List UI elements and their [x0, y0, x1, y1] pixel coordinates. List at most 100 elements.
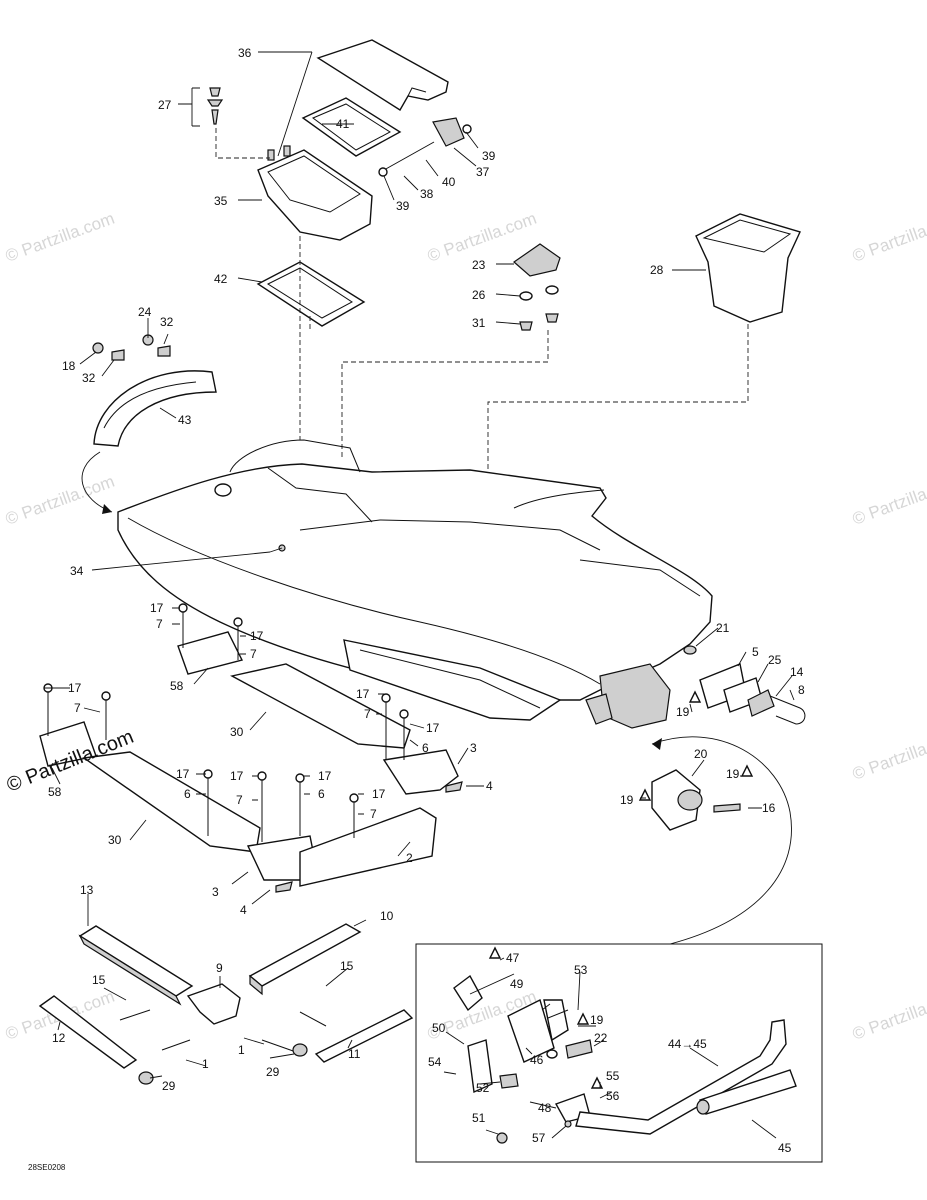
clip	[275, 881, 293, 893]
rivet-cap	[178, 603, 188, 613]
rivet-cap	[101, 691, 111, 701]
callout-16: 16	[762, 801, 776, 815]
inset-frame	[415, 943, 823, 1163]
callout-49: 49	[510, 977, 524, 991]
rivet-cap	[257, 771, 267, 781]
screw	[564, 1120, 572, 1128]
bolt	[111, 349, 125, 361]
callout-22: 22	[594, 1031, 608, 1045]
watermark-text: © Partzilla.com	[850, 209, 927, 266]
callout-19: 19	[620, 793, 634, 807]
callout-5: 5	[752, 645, 759, 659]
callout-34: 34	[70, 564, 84, 578]
shoe	[299, 807, 437, 887]
install-arrow	[81, 451, 113, 513]
callout-24: 24	[138, 305, 152, 319]
callout-13: 13	[80, 883, 94, 897]
pump-flange	[677, 789, 703, 811]
callout-21: 21	[716, 621, 730, 635]
callout-51: 51	[472, 1111, 486, 1125]
callout-36: 36	[238, 46, 252, 60]
callout-6: 6	[422, 741, 429, 755]
callout-6: 6	[184, 787, 191, 801]
callout-2: 2	[406, 851, 413, 865]
watermark-text: © Partzilla.com	[3, 209, 117, 266]
tub-gasket	[256, 261, 366, 327]
nut	[92, 342, 104, 354]
sealant-drop	[590, 1076, 604, 1089]
callout-17: 17	[176, 767, 190, 781]
callout-55: 55	[606, 1069, 620, 1083]
strake-edge	[249, 974, 263, 996]
callout-30: 30	[108, 833, 122, 847]
hull	[117, 439, 713, 729]
backing-plate	[467, 1039, 493, 1094]
storage-bin	[695, 213, 801, 323]
watermark-text: © Partzilla.com	[850, 472, 927, 529]
plug	[138, 1071, 154, 1085]
nozzle	[585, 693, 613, 725]
callout-29: 29	[162, 1079, 176, 1093]
wear-plates	[39, 603, 463, 893]
callout-45: 45	[778, 1141, 792, 1155]
callout-14: 14	[790, 665, 804, 679]
strake	[230, 663, 411, 749]
callout-39: 39	[482, 149, 496, 163]
tow-pylon	[575, 1019, 787, 1135]
washer	[683, 645, 697, 655]
grab-handle-group	[81, 334, 217, 514]
glove-box-cover	[316, 39, 449, 111]
callout-50: 50	[432, 1021, 446, 1035]
strake-kit	[38, 923, 414, 1085]
callout-30: 30	[230, 725, 244, 739]
callout-56: 56	[606, 1089, 620, 1103]
callout-39: 39	[396, 199, 410, 213]
callout-7: 7	[250, 647, 257, 661]
callout-44: 44→45	[668, 1037, 707, 1051]
callout-17: 17	[250, 629, 264, 643]
callout-6: 6	[318, 787, 325, 801]
callout-17: 17	[150, 601, 164, 615]
callout-1: 1	[202, 1057, 209, 1071]
callout-numbers: 36 41 27 39 37 40 38 39 35 42 23 26 31 2…	[48, 46, 805, 1155]
strake-short	[314, 1009, 414, 1063]
callout-46: 46	[530, 1053, 544, 1067]
strake-edge	[78, 934, 182, 1006]
callout-4: 4	[240, 903, 247, 917]
nut	[519, 321, 533, 331]
callout-4: 4	[486, 779, 493, 793]
callout-15: 15	[340, 959, 354, 973]
callout-7: 7	[236, 793, 243, 807]
fuel-cap	[214, 483, 232, 497]
rivet-cap	[399, 709, 409, 719]
callout-20: 20	[694, 747, 708, 761]
sealant-drop	[740, 764, 754, 777]
bracket-group	[341, 243, 561, 460]
screw	[713, 803, 741, 813]
callout-10: 10	[380, 909, 394, 923]
nut	[496, 1132, 508, 1144]
sealant-drop	[488, 946, 502, 959]
u-bolt	[769, 695, 806, 725]
sealant-drop	[638, 788, 652, 801]
callout-17: 17	[372, 787, 386, 801]
callout-48: 48	[538, 1101, 552, 1115]
connector	[186, 983, 241, 1025]
callout-9: 9	[216, 961, 223, 975]
callout-38: 38	[420, 187, 434, 201]
cover-gasket	[301, 97, 402, 157]
push-rivet	[206, 87, 224, 125]
callout-3: 3	[212, 885, 219, 899]
sealant-drop	[576, 1012, 590, 1025]
latch	[432, 117, 465, 147]
callout-17: 17	[230, 769, 244, 783]
callout-17: 17	[68, 681, 82, 695]
callout-7: 7	[156, 617, 163, 631]
washer	[519, 291, 533, 301]
install-arrow	[651, 736, 792, 945]
tub-hinge	[283, 145, 291, 157]
callout-41: 41	[336, 117, 350, 131]
callout-58: 58	[48, 785, 62, 799]
callout-27: 27	[158, 98, 172, 112]
